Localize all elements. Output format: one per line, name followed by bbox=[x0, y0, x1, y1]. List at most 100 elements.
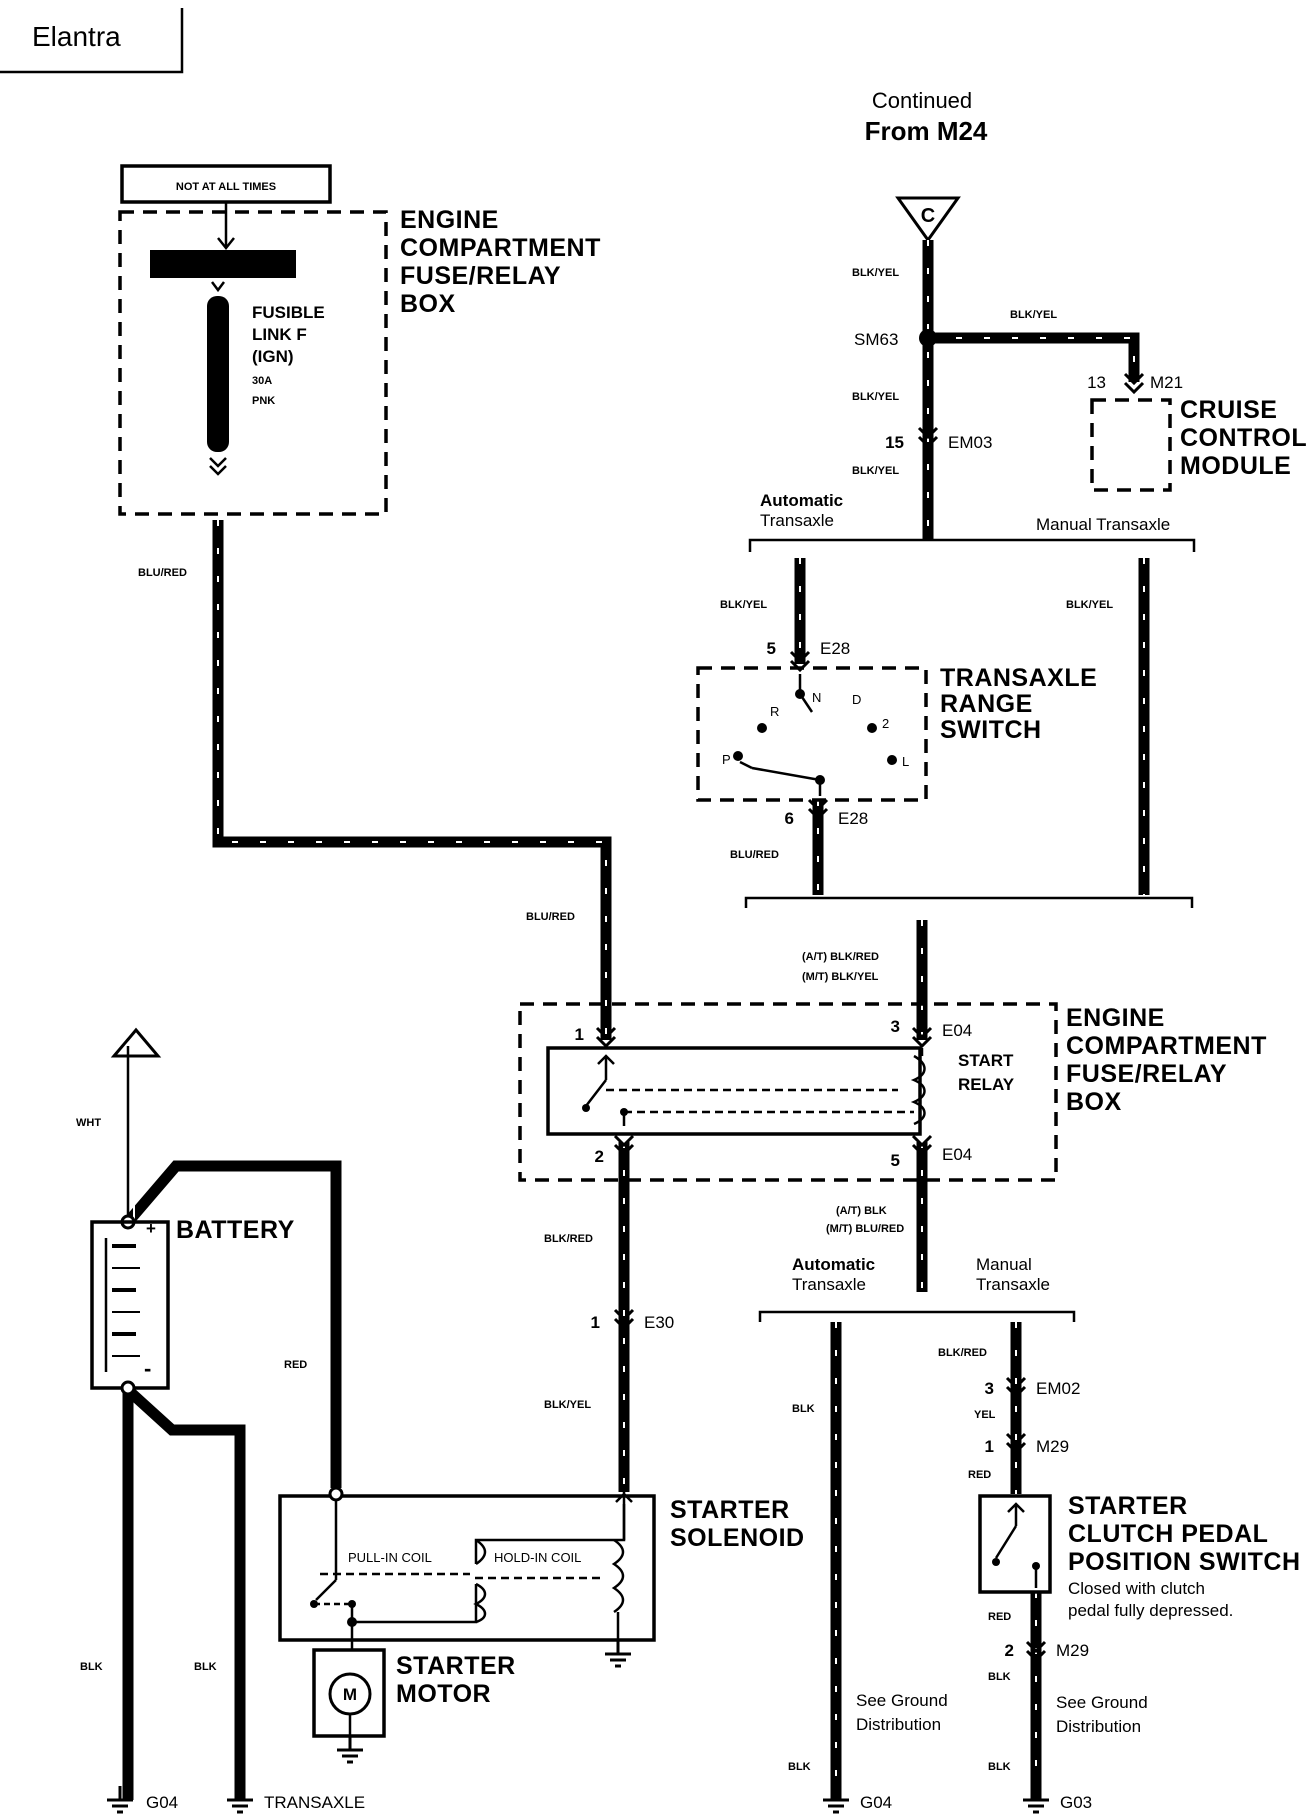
continued-line1: Continued bbox=[872, 88, 972, 113]
connector-e04-3-name: E04 bbox=[942, 1021, 972, 1040]
connector-e28-top-pin: 5 bbox=[767, 639, 776, 658]
see-ground-at-2: Distribution bbox=[856, 1715, 941, 1734]
connector-em03-pin: 15 bbox=[885, 433, 904, 452]
wire-color-blu-red-2: BLU/RED bbox=[526, 911, 575, 923]
wire-color-red-clutch: RED bbox=[988, 1611, 1011, 1623]
wire-color-at-blk: (A/T) BLK bbox=[836, 1205, 887, 1217]
see-ground-at-1: See Ground bbox=[856, 1691, 948, 1710]
wire-color-blk-at-bot: BLK bbox=[788, 1761, 811, 1773]
fuse-box-top: NOT AT ALL TIMES FUSIBLE LINK F (IGN) 30… bbox=[118, 164, 600, 516]
splice-sm63 bbox=[919, 329, 937, 347]
wire-color-blu-red-at: BLU/RED bbox=[730, 849, 779, 861]
fuse-box-mid-name-2: COMPARTMENT bbox=[1066, 1032, 1267, 1060]
wire-color-blk-yel-sol: BLK/YEL bbox=[544, 1399, 591, 1411]
connector-e28-bot-pin: 6 bbox=[785, 809, 794, 828]
clutch-switch-box bbox=[978, 1494, 1052, 1594]
wire-color-blk-yel-1: BLK/YEL bbox=[852, 267, 899, 279]
cruise-control-label-3: MODULE bbox=[1180, 452, 1291, 480]
connector-em02-pin: 3 bbox=[985, 1379, 994, 1398]
branch-manual-top: Manual Transaxle bbox=[1036, 515, 1170, 534]
right-column-connectors: SM63 BLK/YEL BLK/YEL BLK/YEL 15 EM03 BLK… bbox=[852, 267, 1183, 477]
branch-automatic-lower-1: Automatic bbox=[792, 1255, 875, 1274]
branch-manual-lower-1: Manual bbox=[976, 1255, 1032, 1274]
motor-symbol: M bbox=[343, 1685, 357, 1704]
fuse-box-mid-name-1: ENGINE bbox=[1066, 1004, 1165, 1032]
page-title: Elantra bbox=[32, 21, 121, 52]
connector-c-triangle bbox=[895, 196, 961, 243]
fuse-box-mid-frame bbox=[518, 1002, 1058, 1182]
fuse-box-top-name-3: FUSE/RELAY bbox=[400, 262, 561, 290]
cruise-control-label-1: CRUISE bbox=[1180, 396, 1277, 424]
range-pos-n: N bbox=[812, 690, 821, 705]
starter-solenoid: BLK/RED 1 E30 BLK/YEL PULL-IN COIL HOLD-… bbox=[278, 1233, 805, 1668]
connector-e04-5-name: E04 bbox=[942, 1145, 972, 1164]
fuse-box-mid-name-4: BOX bbox=[1066, 1088, 1122, 1116]
clutch-switch-label-1: STARTER bbox=[1068, 1492, 1188, 1520]
fuse-box-mid: 1 3 E04 2 5 E04 START RELAY ENGINE COMPA… bbox=[518, 1002, 1267, 1182]
wire-color-blk-battery-1: BLK bbox=[80, 1661, 103, 1673]
connector-em02-name: EM02 bbox=[1036, 1379, 1080, 1398]
wire-color-blk-at: BLK bbox=[792, 1403, 815, 1415]
connector-e28-bot-name: E28 bbox=[838, 809, 868, 828]
branch-buses bbox=[744, 538, 1196, 1322]
motor-label-1: STARTER bbox=[396, 1652, 516, 1680]
range-pos-2: 2 bbox=[882, 716, 889, 731]
connector-m29-2-pin: 2 bbox=[1005, 1641, 1014, 1660]
connector-e04-5-pin: 5 bbox=[891, 1151, 900, 1170]
branch-automatic-lower-2: Transaxle bbox=[792, 1275, 866, 1294]
ground-g03-icon bbox=[1021, 1784, 1051, 1814]
wire-color-red-mt: RED bbox=[968, 1469, 991, 1481]
ground-transaxle-label: TRANSAXLE bbox=[264, 1793, 365, 1812]
title-box: Elantra bbox=[0, 8, 184, 74]
connector-c-label: C bbox=[921, 205, 935, 227]
motor-ground-icon bbox=[335, 1734, 365, 1764]
fuse-box-mid-name-3: FUSE/RELAY bbox=[1066, 1060, 1227, 1088]
connector-e04-2-pin: 2 bbox=[595, 1147, 604, 1166]
range-pos-d: D bbox=[852, 692, 861, 707]
wire-color-blk-red-sol: BLK/RED bbox=[544, 1233, 593, 1245]
ground-g04-right-label: G04 bbox=[860, 1793, 892, 1812]
connector-m29-1-pin: 1 bbox=[985, 1437, 994, 1456]
connector-m21-pin: 13 bbox=[1087, 373, 1106, 392]
wire-color-blk-mt-bot: BLK bbox=[988, 1761, 1011, 1773]
clutch-switch-label-3: POSITION SWITCH bbox=[1068, 1548, 1301, 1576]
solenoid-label-2: SOLENOID bbox=[670, 1524, 805, 1552]
fusible-link-label-3: (IGN) bbox=[252, 347, 294, 366]
connector-e30-name: E30 bbox=[644, 1313, 674, 1332]
cruise-control-module: CRUISE CONTROL MODULE bbox=[1090, 396, 1307, 492]
connector-e04-1-pin: 1 bbox=[575, 1025, 584, 1044]
see-ground-mt-1: See Ground bbox=[1056, 1693, 1148, 1712]
battery: WHT + - BATTERY RED BLK BLK bbox=[76, 1027, 307, 1673]
motor-label-2: MOTOR bbox=[396, 1680, 491, 1708]
wire-color-mt-blk-yel: (M/T) BLK/YEL bbox=[802, 971, 879, 983]
fuse-box-top-frame bbox=[118, 210, 388, 516]
fusible-link-f bbox=[207, 296, 229, 452]
splice-sm63-label: SM63 bbox=[854, 330, 898, 349]
hold-in-coil-label: HOLD-IN COIL bbox=[494, 1550, 581, 1565]
range-pos-l: L bbox=[902, 754, 909, 769]
wire-color-blk-mt: BLK bbox=[988, 1671, 1011, 1683]
cruise-control-label-2: CONTROL bbox=[1180, 424, 1307, 452]
wire-color-blk-yel-3: BLK/YEL bbox=[852, 391, 899, 403]
wire-color-blu-red-1: BLU/RED bbox=[138, 567, 187, 579]
wire-color-yel: YEL bbox=[974, 1409, 996, 1421]
transaxle-range-switch: 5 E28 R N D 2 P L 6 E28 TRANSAXLE RANGE … bbox=[696, 639, 1097, 861]
top-branch-labels: Automatic Transaxle Manual Transaxle BLK… bbox=[720, 491, 1170, 611]
range-switch-frame bbox=[696, 666, 928, 802]
fuse-box-top-name-4: BOX bbox=[400, 290, 456, 318]
range-switch-label-1: TRANSAXLE bbox=[940, 664, 1097, 692]
connector-e30-pin: 1 bbox=[591, 1313, 600, 1332]
starter-motor: M STARTER MOTOR bbox=[312, 1622, 516, 1764]
branch-manual-lower-2: Transaxle bbox=[976, 1275, 1050, 1294]
ground-transaxle-icon bbox=[225, 1784, 255, 1814]
continued-from: Continued From M24 C bbox=[865, 88, 988, 243]
connector-m29-1-name: M29 bbox=[1036, 1437, 1069, 1456]
bottom-grounds: G04 TRANSAXLE G04 G03 bbox=[105, 1784, 1092, 1814]
fusible-link-color: PNK bbox=[252, 395, 275, 407]
ground-distribution-labels: See Ground Distribution See Ground Distr… bbox=[788, 1691, 1148, 1773]
connector-e28-top-name: E28 bbox=[820, 639, 850, 658]
range-pos-r: R bbox=[770, 704, 779, 719]
wire-color-blk-yel-4: BLK/YEL bbox=[852, 465, 899, 477]
wire-color-blk-battery-2: BLK bbox=[194, 1661, 217, 1673]
